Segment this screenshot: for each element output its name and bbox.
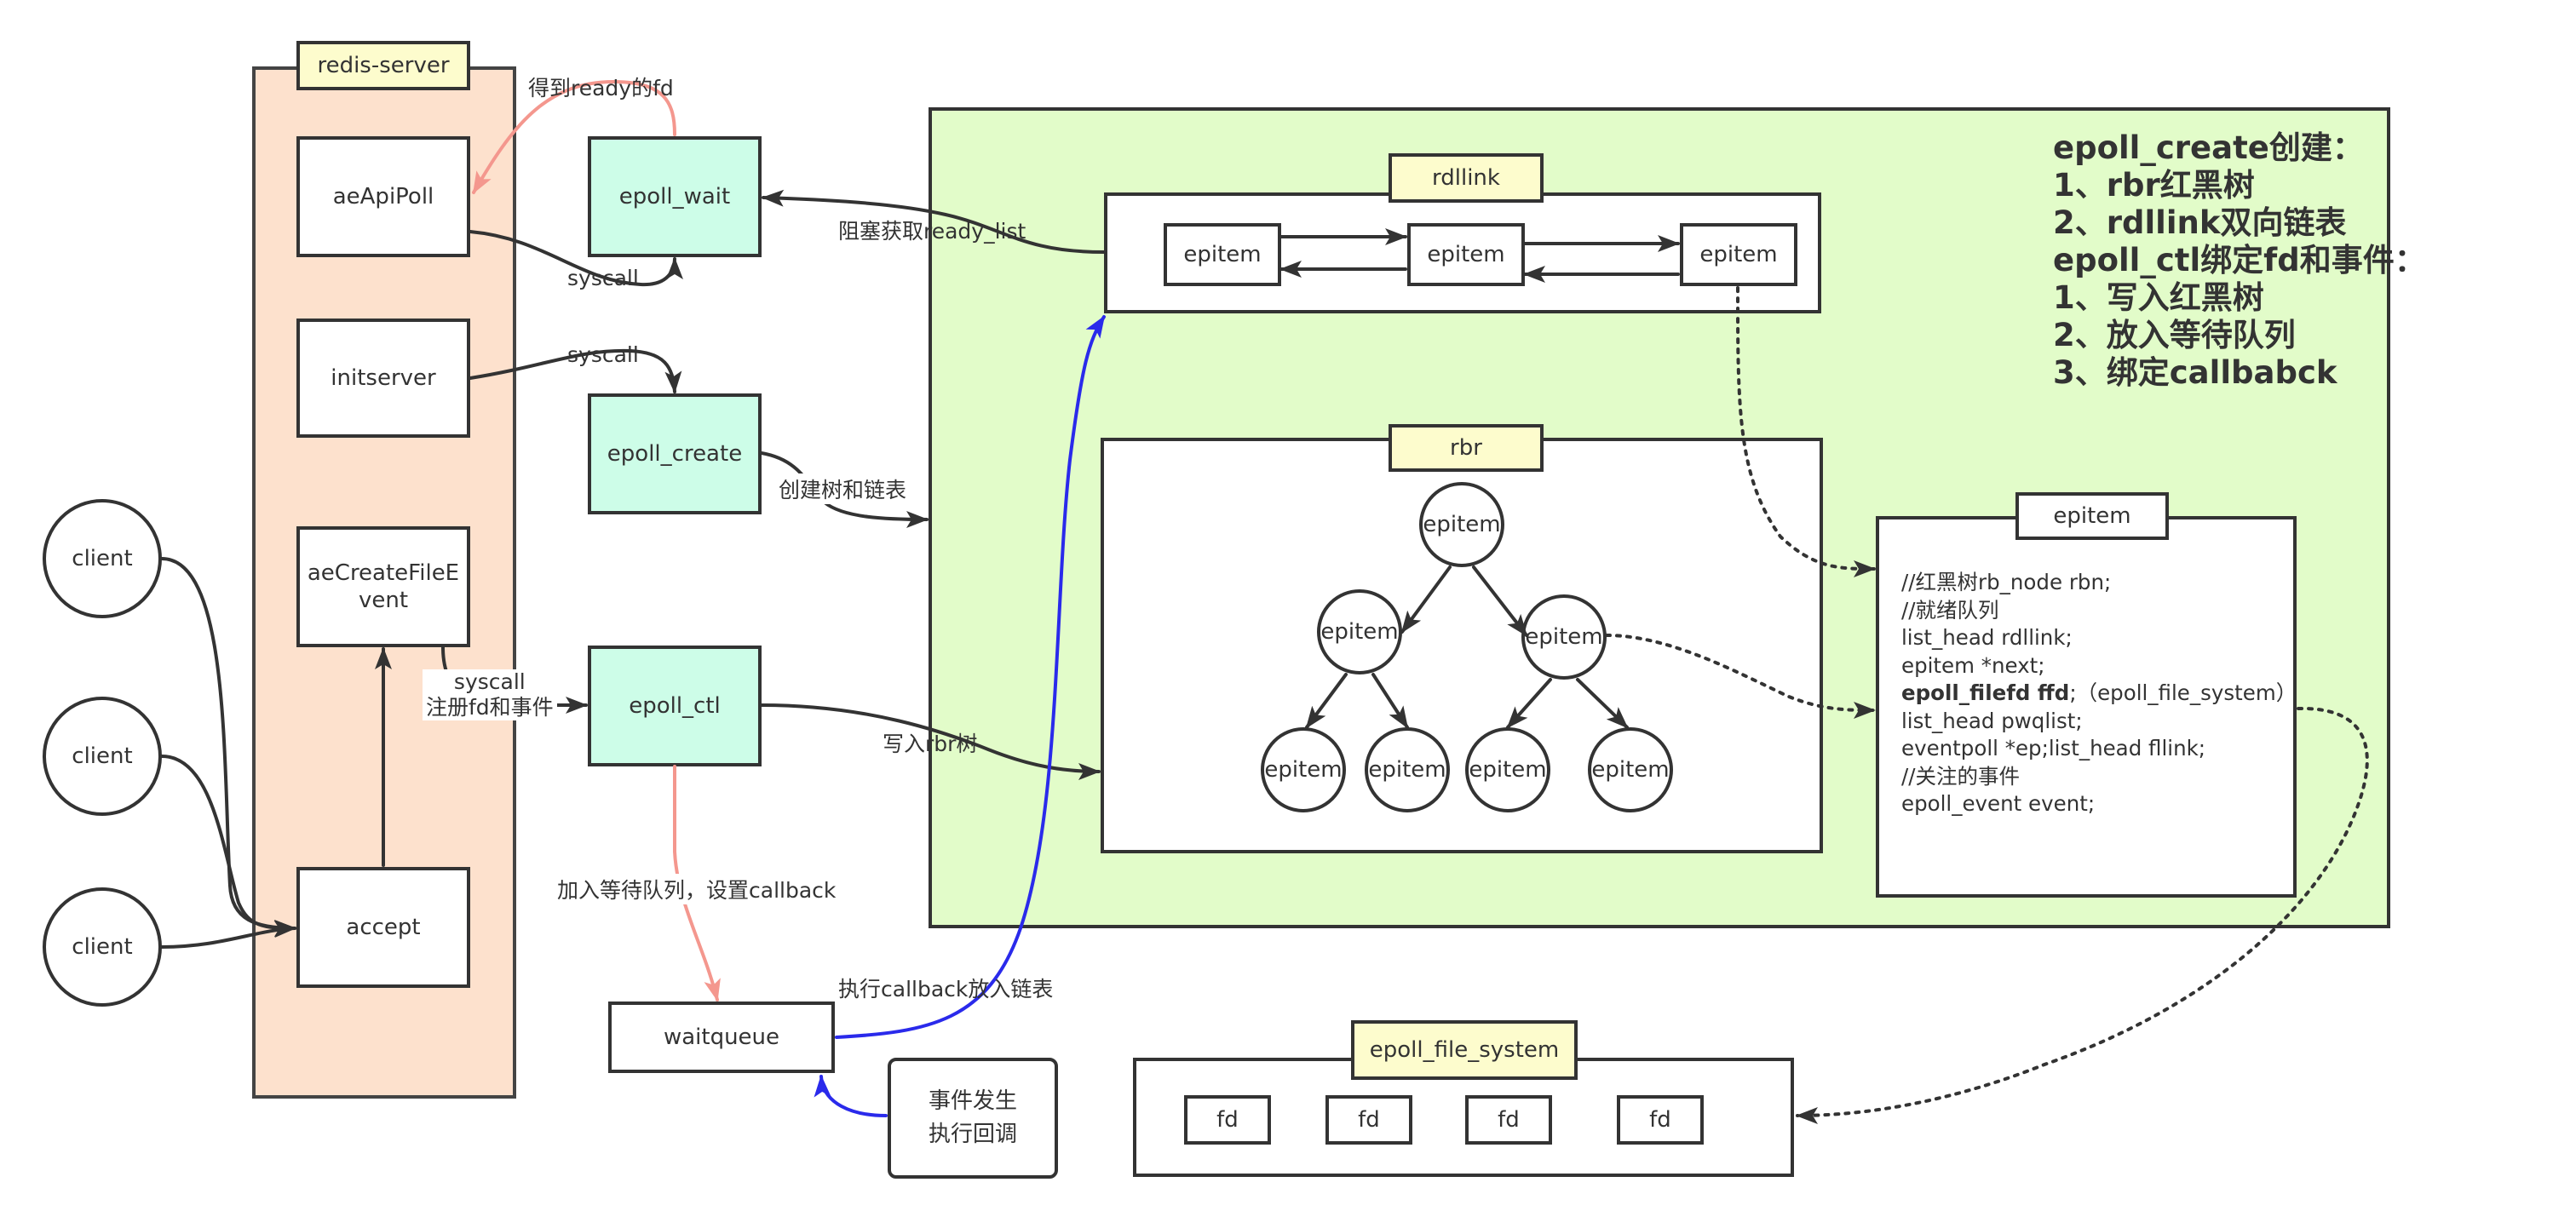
waitqueue-box[interactable]: waitqueue	[608, 1002, 835, 1073]
struct-field: eventpoll *ep;list_head fllink;	[1901, 736, 2206, 760]
client-node[interactable]: client	[43, 499, 162, 618]
rbr-root-node[interactable]: epitem	[1419, 482, 1504, 567]
client-node[interactable]: client	[43, 887, 162, 1007]
struct-field: epitem *next;	[1901, 652, 2045, 678]
rdllink-epitem[interactable]: epitem	[1680, 223, 1797, 286]
ready-fd-label: 得到ready的fd	[528, 76, 674, 100]
fd-box[interactable]: fd	[1325, 1095, 1412, 1145]
rbr-leaf-node[interactable]: epitem	[1465, 727, 1550, 812]
note-line: 1、rbr红黑树	[2053, 167, 2255, 204]
accept-box[interactable]: accept	[296, 867, 470, 988]
struct-field-ffd-name: epoll_filefd ffd	[1901, 680, 2070, 705]
fd-box[interactable]: fd	[1184, 1095, 1271, 1145]
epoll-wait-box[interactable]: epoll_wait	[588, 136, 762, 257]
fd-box[interactable]: fd	[1617, 1095, 1704, 1145]
exec-callback-label: 执行callback放入链表	[838, 977, 1054, 1002]
struct-field: list_head pwqlist;	[1901, 708, 2083, 733]
redis-server-title: redis-server	[296, 41, 470, 90]
note-line: 2、rdllink双向链表	[2053, 204, 2347, 241]
syscall-wait-label: syscall	[567, 266, 639, 290]
rbr-leaf-node[interactable]: epitem	[1588, 727, 1673, 812]
note-line: 2、放入等待队列	[2053, 317, 2296, 353]
rbr-title: rbr	[1389, 424, 1544, 472]
rbr-leaf-node[interactable]: epitem	[1261, 727, 1346, 812]
aeapipoll-box[interactable]: aeApiPoll	[296, 136, 470, 257]
write-rbr-label: 写入rbr树	[883, 732, 978, 756]
struct-field: //关注的事件	[1901, 763, 2021, 789]
rdllink-title: rdllink	[1389, 153, 1544, 203]
struct-field: //就绪队列	[1901, 597, 1999, 623]
note-line: epoll_ctl绑定fd和事件：	[2053, 242, 2426, 278]
aecreatefileevent-box[interactable]: aeCreateFileE vent	[296, 526, 470, 647]
join-waitqueue-label: 加入等待队列，设置callback	[554, 874, 840, 904]
rbr-node[interactable]: epitem	[1521, 594, 1607, 680]
struct-field-ffd: epoll_filefd ffd;（epoll_file_system）	[1901, 680, 2297, 708]
rbr-node[interactable]: epitem	[1317, 589, 1402, 674]
struct-field: //红黑树rb_node rbn;	[1901, 570, 2112, 594]
rdllink-epitem[interactable]: epitem	[1407, 223, 1525, 286]
epitem-struct-title: epitem	[2015, 492, 2169, 540]
struct-field-ffd-rest: ;（epoll_file_system）	[2069, 680, 2297, 705]
initserver-box[interactable]: initserver	[296, 319, 470, 438]
epoll-create-box[interactable]: epoll_create	[588, 393, 762, 514]
event-to-waitqueue-connector	[814, 1075, 888, 1117]
client-node[interactable]: client	[43, 697, 162, 816]
event-callback-box[interactable]: 事件发生 执行回调	[888, 1058, 1058, 1179]
note-line: 1、写入红黑树	[2053, 279, 2264, 316]
rbr-leaf-node[interactable]: epitem	[1365, 727, 1450, 812]
syscall-register-label: syscall 注册fd和事件	[423, 669, 557, 720]
note-line: epoll_create创建：	[2053, 129, 2364, 166]
rdllink-epitem[interactable]: epitem	[1164, 223, 1281, 286]
block-get-ready-list-label: 阻塞获取ready_list	[838, 219, 1026, 244]
fd-box[interactable]: fd	[1465, 1095, 1552, 1145]
epoll-notes: epoll_create创建： 1、rbr红黑树 2、rdllink双向链表 e…	[2053, 129, 2426, 392]
struct-field: list_head rdllink;	[1901, 625, 2073, 650]
syscall-create-label: syscall	[567, 342, 639, 367]
epoll-file-system-title: epoll_file_system	[1351, 1020, 1578, 1080]
note-line: 3、绑定callbabck	[2053, 354, 2337, 391]
struct-field: epoll_event event;	[1901, 791, 2096, 816]
epitem-struct-fields: //红黑树rb_node rbn; //就绪队列 list_head rdlli…	[1901, 569, 2297, 818]
create-tree-list-label: 创建树和链表	[775, 473, 911, 504]
epoll-ctl-box[interactable]: epoll_ctl	[588, 646, 762, 766]
